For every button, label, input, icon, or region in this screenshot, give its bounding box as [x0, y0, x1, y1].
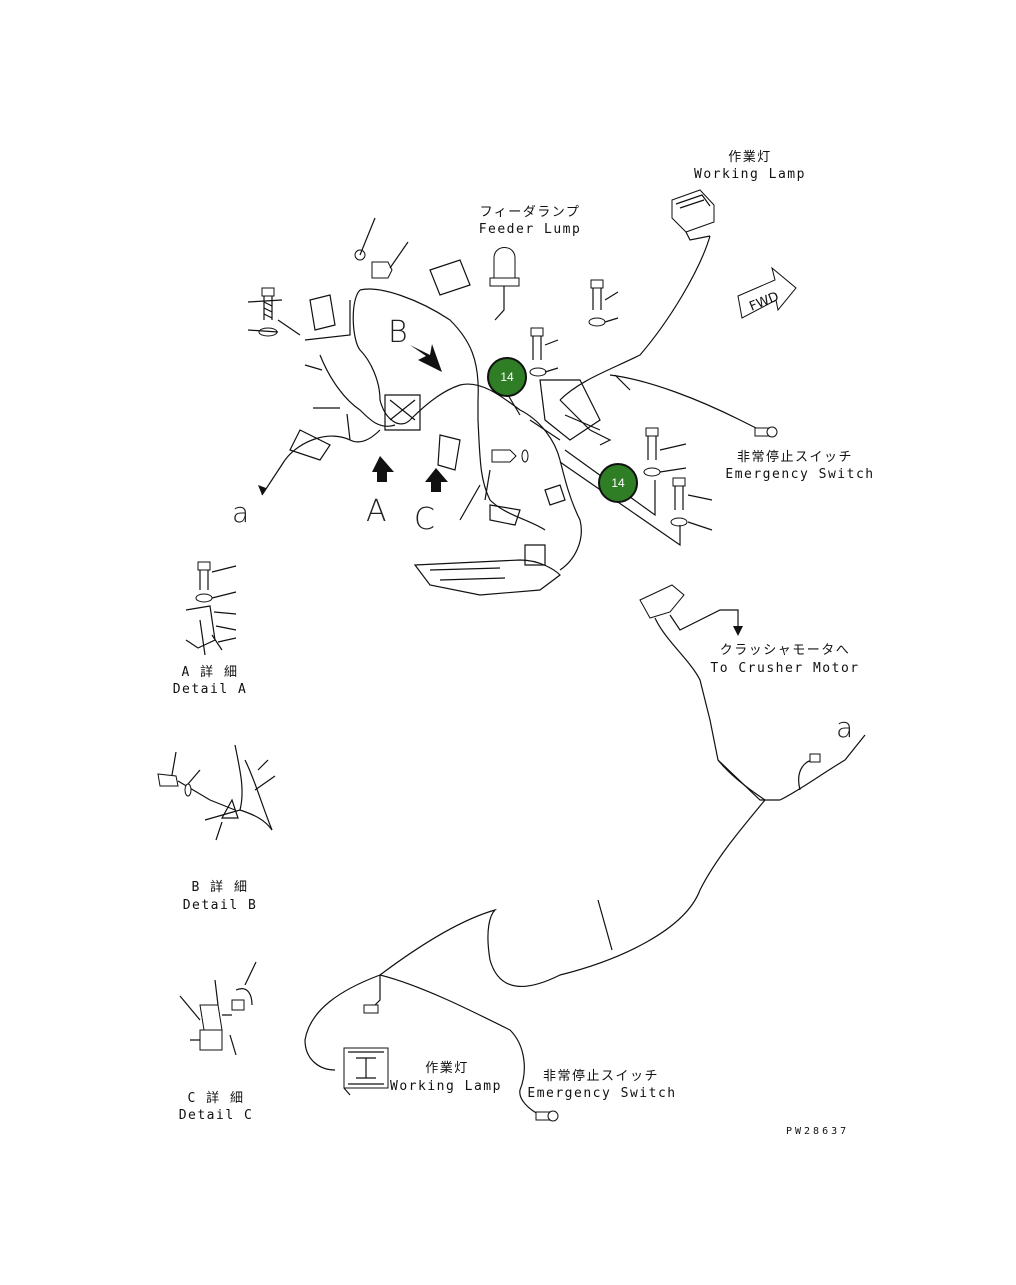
- label-detail-c-en: Detail C: [178, 1108, 254, 1123]
- working-lamp-bottom-icon: [343, 1047, 389, 1096]
- view-label-b: B: [388, 315, 408, 350]
- label-emergency-bottom-en: Emergency Switch: [527, 1086, 677, 1101]
- view-arrows: [258, 344, 448, 496]
- wire-working-lamp-top: [559, 235, 711, 401]
- working-lamp-top-icon: [671, 189, 715, 241]
- crusher-harness: [639, 584, 866, 801]
- view-label-a: A: [366, 494, 387, 529]
- label-working-lamp-bottom-jp: 作業灯: [425, 1061, 469, 1076]
- label-detail-c-jp: C 詳 細: [187, 1091, 245, 1106]
- wire-emergency-top: [609, 374, 761, 431]
- label-working-lamp-bottom-en: Working Lamp: [390, 1079, 502, 1094]
- bolt-icons: [258, 249, 688, 527]
- detail-c-drawing: [179, 961, 257, 1056]
- view-label-c: C: [414, 502, 435, 537]
- label-feeder-lamp-en: Feeder Lump: [478, 222, 582, 237]
- label-emergency-top-en: Emergency Switch: [725, 467, 875, 482]
- emergency-switch-top-icon: [754, 426, 778, 438]
- label-detail-b-en: Detail B: [182, 898, 258, 913]
- label-working-lamp-top-en: Working Lamp: [694, 167, 806, 182]
- main-harness: [284, 259, 612, 596]
- label-crusher-jp: クラッシャモータへ: [719, 643, 851, 658]
- label-feeder-lamp-jp: フィーダランプ: [479, 205, 581, 220]
- detail-a-drawing: [185, 561, 237, 656]
- label-emergency-top-jp: 非常停止スイッチ: [736, 450, 853, 465]
- label-detail-a-jp: A 詳 細: [181, 665, 239, 680]
- label-working-lamp-top-jp: 作業灯: [728, 150, 772, 165]
- label-detail-a-en: Detail A: [172, 682, 248, 697]
- drawing-number: PW28637: [786, 1126, 850, 1137]
- label-detail-b-jp: B 詳 細: [191, 880, 249, 895]
- callout-14-top[interactable]: 14: [487, 357, 527, 397]
- detail-b-drawing: [157, 744, 276, 841]
- feeder-lamp-icon: [489, 247, 520, 321]
- callout-14-bottom[interactable]: 14: [598, 463, 638, 503]
- lower-harness: [304, 799, 766, 1116]
- emergency-switch-bottom-icon: [535, 1110, 559, 1122]
- label-crusher-en: To Crusher Motor: [710, 661, 860, 676]
- fwd-arrow-icon: FWD: [737, 266, 797, 319]
- connector-label-a: a: [232, 496, 250, 529]
- label-emergency-bottom-jp: 非常停止スイッチ: [542, 1069, 659, 1084]
- connector-label-a-2: a: [836, 711, 854, 744]
